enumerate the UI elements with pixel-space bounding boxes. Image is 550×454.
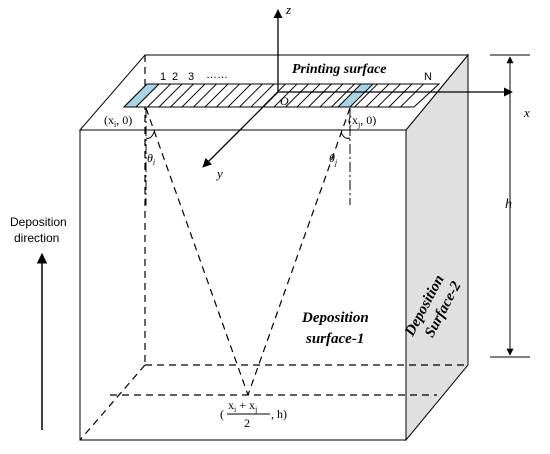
hatch-line [354,83,378,108]
origin-label: O [280,94,289,108]
hatch-line [308,83,332,108]
slot-1-label: 1 [160,71,166,83]
point-i-label: (xi, 0) [104,113,132,129]
hatch-line [296,83,321,108]
point-j-label: (xj, 0) [348,113,376,129]
theta-j-arc [340,131,351,139]
axis-x-label: x [523,105,530,120]
hatch-line [285,83,309,108]
hatch-line [239,83,263,108]
hatch-line [250,83,275,108]
svg-text:(: ( [220,407,224,421]
surface-1-label-1: Deposition [301,310,369,326]
hatch-line [365,83,390,108]
theta-j-label: θj [329,151,338,167]
theta-i-label: θi [147,151,155,167]
hatch-line [216,83,240,108]
surface-1-label-2: surface-1 [305,331,364,347]
deposition-direction-label-2: direction [14,231,59,245]
height-label: h [505,197,512,212]
y-axis [202,91,279,168]
cell-i-highlight [122,83,161,108]
hatch-line [204,83,229,108]
hatch-line [400,83,424,108]
hatch-line [273,83,298,108]
hatch-line [377,83,401,108]
svg-text:, h): , h) [271,407,287,421]
slot-n-label: N [424,71,432,83]
hatch-line [388,83,413,108]
printing-surface-label: Printing surface [292,62,387,77]
deposition-direction-label-1: Deposition [10,215,67,229]
hatch-line [170,83,194,108]
deposition-cone [145,107,351,396]
axis-z-label: z [285,2,291,17]
hatch-line [227,83,252,108]
slot-2-label: 2 [172,71,178,83]
hatch-line [319,83,344,108]
midpoint-label: ( xi + xj 2 , h) [220,398,287,430]
hatch-line [331,83,355,108]
hatch-line [147,83,171,108]
front-face [79,129,407,441]
hatch-line [181,83,206,108]
height-dimension [490,54,530,358]
hatch-line [158,83,183,108]
hatch-line [193,83,217,108]
svg-text:2: 2 [244,416,250,430]
svg-text:xi + xj: xi + xj [228,398,257,414]
slot-3-label: 3 [188,71,194,83]
axis-y-label: y [215,166,223,181]
theta-references [145,108,351,205]
slot-dots-label: …… [206,69,228,81]
theta-i-arc [145,131,155,139]
